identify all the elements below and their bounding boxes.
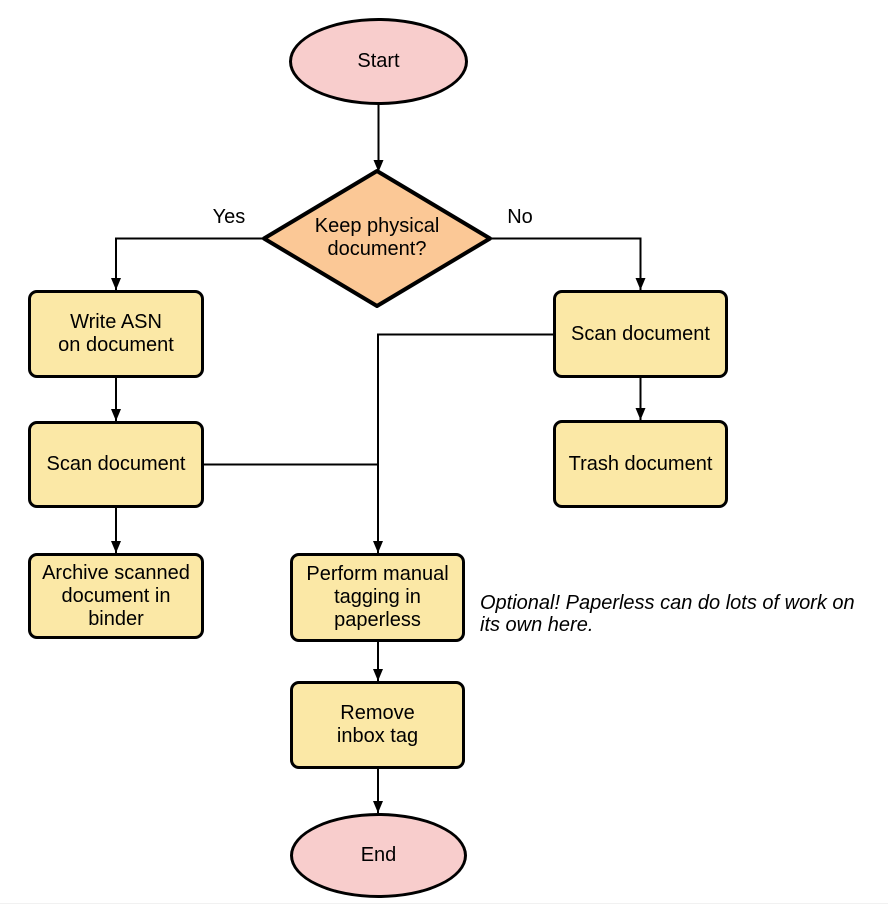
node-label-line: Remove xyxy=(340,702,415,724)
node-trash-document: Trash document xyxy=(553,420,728,508)
node-label-line: binder xyxy=(88,607,144,630)
node-label: Scan document xyxy=(571,322,710,345)
edge-scan-right-to-perform-tagging xyxy=(373,333,553,553)
decision-diamond-shape xyxy=(262,169,492,308)
node-label: Scan document xyxy=(46,453,186,475)
node-scan-document-right: Scan document xyxy=(553,290,728,378)
node-label: End xyxy=(360,844,397,866)
node-scan-document-left: Scan document xyxy=(28,421,204,508)
node-remove-inbox-tag: Remove inbox tag xyxy=(290,681,465,769)
optional-note: Optional! Paperless can do lots of work … xyxy=(480,592,888,636)
node-label-line: Archive scanned xyxy=(42,561,190,584)
node-start: Start xyxy=(289,18,468,105)
window-bottom-edge xyxy=(0,903,888,904)
node-label: Start xyxy=(357,50,400,72)
node-label-line: Keep physical xyxy=(314,215,440,237)
node-label-line: on document xyxy=(58,334,174,356)
edge-label-no: No xyxy=(507,206,533,228)
node-label-line: tagging in xyxy=(334,586,421,608)
note-line: its own here. xyxy=(480,614,594,636)
note-line: Optional! Paperless can do lots of work … xyxy=(480,592,855,614)
node-archive-scanned: Archive scanned document in binder xyxy=(28,553,204,639)
node-label-line: Perform manual xyxy=(306,563,449,585)
edge-label-yes: Yes xyxy=(212,206,246,228)
node-perform-tagging: Perform manual tagging in paperless xyxy=(290,553,465,642)
node-end: End xyxy=(290,813,467,898)
node-label-line: paperless xyxy=(334,609,421,631)
node-label-line: inbox tag xyxy=(336,725,419,747)
node-label: Trash document xyxy=(568,452,713,475)
node-label-line: document in xyxy=(61,584,171,607)
node-decision-keep-physical: Keep physical document? xyxy=(287,215,467,261)
node-label-line: document? xyxy=(327,238,427,260)
edge-decision-no-to-scan-right xyxy=(490,237,646,290)
edge-decision-yes-to-write-asn xyxy=(111,237,264,290)
node-label-line: Write ASN xyxy=(70,311,162,333)
node-write-asn: Write ASN on document xyxy=(28,290,204,378)
